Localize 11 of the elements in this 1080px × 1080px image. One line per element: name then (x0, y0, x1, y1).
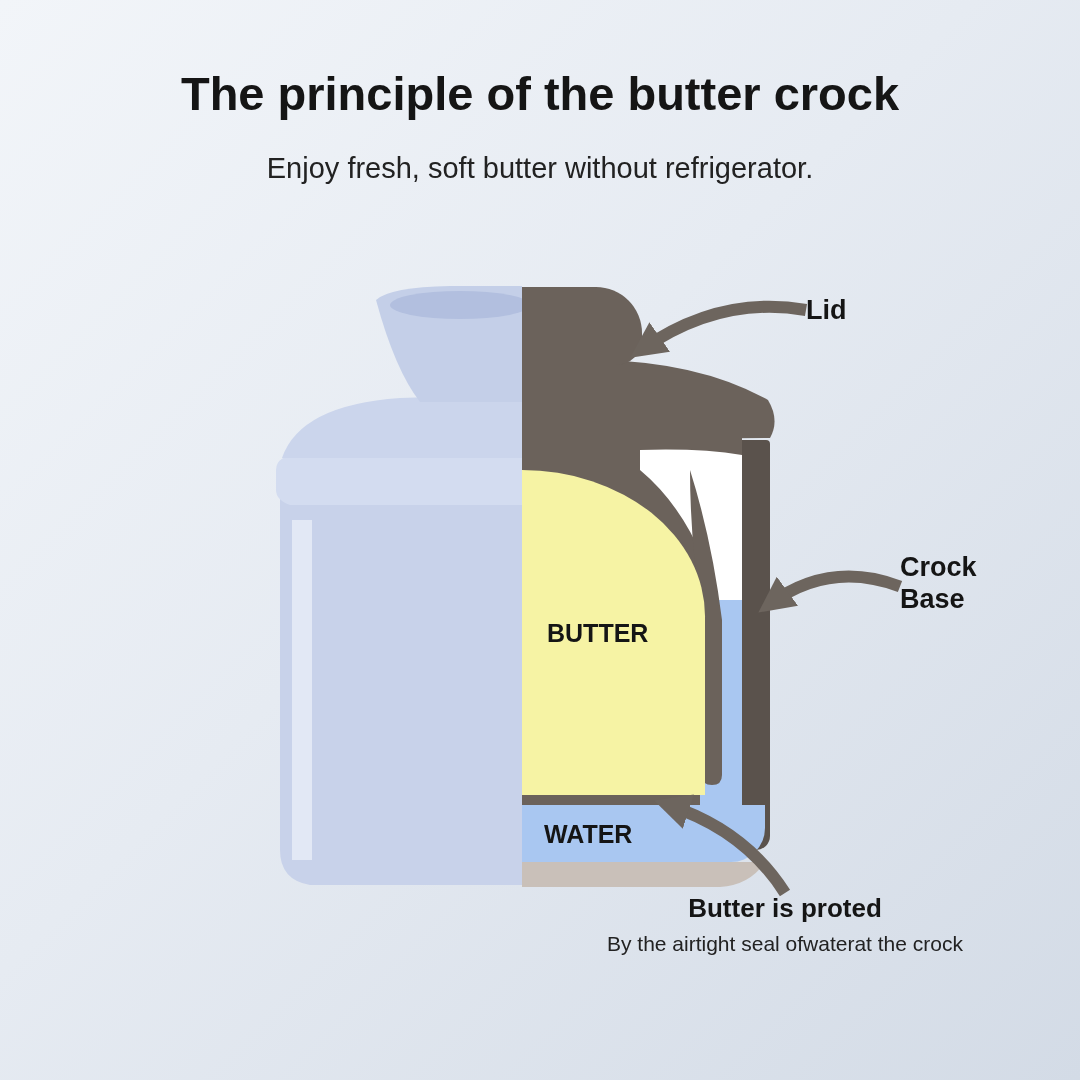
crock-wall (742, 440, 770, 850)
note-heading: Butter is proted (688, 893, 882, 925)
part-label: Lid (806, 293, 847, 327)
region-label: BUTTER (547, 617, 649, 648)
subtitle: Enjoy fresh, soft butter without refrigerator. (266, 152, 814, 185)
region-label: WATER (544, 818, 633, 849)
part-label: Crock Base (900, 550, 978, 616)
title: The principle of the butter crock (180, 66, 900, 121)
curved-arrow (758, 570, 902, 613)
butter-region (522, 470, 705, 795)
note-text: By the airtight seal ofwaterat the crock (607, 931, 963, 958)
